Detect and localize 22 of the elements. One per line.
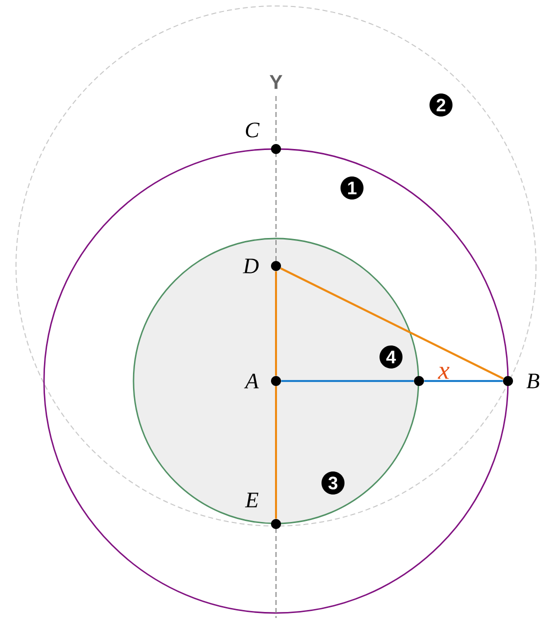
- line-segment: [275, 271, 277, 376]
- point: [271, 519, 281, 529]
- callout-number: 1: [340, 176, 364, 200]
- point-label: B: [526, 374, 540, 388]
- line-segment: [280, 267, 504, 380]
- line-segment: [424, 380, 503, 382]
- point-label: A: [244, 374, 259, 388]
- point-label: C: [246, 122, 260, 138]
- point: [414, 376, 424, 386]
- callout-number: 4: [380, 346, 402, 368]
- point: [271, 144, 281, 154]
- axis-label: Y: [270, 75, 282, 89]
- line-segment: [275, 386, 277, 519]
- point-label: D: [242, 258, 259, 274]
- point: [271, 376, 281, 386]
- edge-label: x: [437, 366, 451, 380]
- line-segment: [281, 380, 414, 382]
- callout-number: 2: [430, 94, 452, 116]
- point-label: E: [245, 492, 258, 508]
- callout-number: 3: [322, 472, 344, 494]
- point: [503, 376, 513, 386]
- point: [271, 261, 281, 271]
